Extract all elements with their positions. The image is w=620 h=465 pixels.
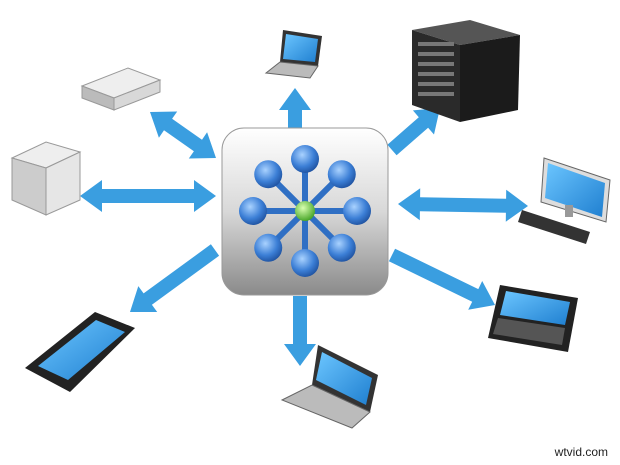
desktop-monitor-icon xyxy=(518,157,611,244)
hub-node xyxy=(254,160,283,189)
watermark: wtvid.com xyxy=(554,445,608,459)
arrow xyxy=(388,248,495,310)
arrows xyxy=(80,88,528,366)
smartphone-keyboard-icon xyxy=(488,285,578,352)
network-appliance-icon xyxy=(80,67,162,111)
arrow xyxy=(279,88,311,128)
tower-server-icon xyxy=(10,141,82,216)
hub-node xyxy=(327,233,356,262)
hub-node xyxy=(343,197,371,225)
hub-node xyxy=(327,160,356,189)
hub-node xyxy=(291,145,319,173)
laptop-icon xyxy=(264,30,322,79)
smartphone-icon xyxy=(25,312,135,392)
arrow xyxy=(284,296,316,366)
server-rack-icon xyxy=(412,20,520,122)
arrow xyxy=(387,108,440,156)
arrow xyxy=(130,244,220,312)
bidirectional-arrow xyxy=(398,188,528,222)
network-hub-icon xyxy=(221,127,389,296)
hub-node xyxy=(254,233,283,262)
hub-node xyxy=(239,197,267,225)
laptop-icon xyxy=(280,345,378,429)
hub-center-node xyxy=(295,201,315,221)
bidirectional-arrow xyxy=(80,180,216,212)
bidirectional-arrow xyxy=(150,111,216,159)
hub-node xyxy=(291,249,319,277)
